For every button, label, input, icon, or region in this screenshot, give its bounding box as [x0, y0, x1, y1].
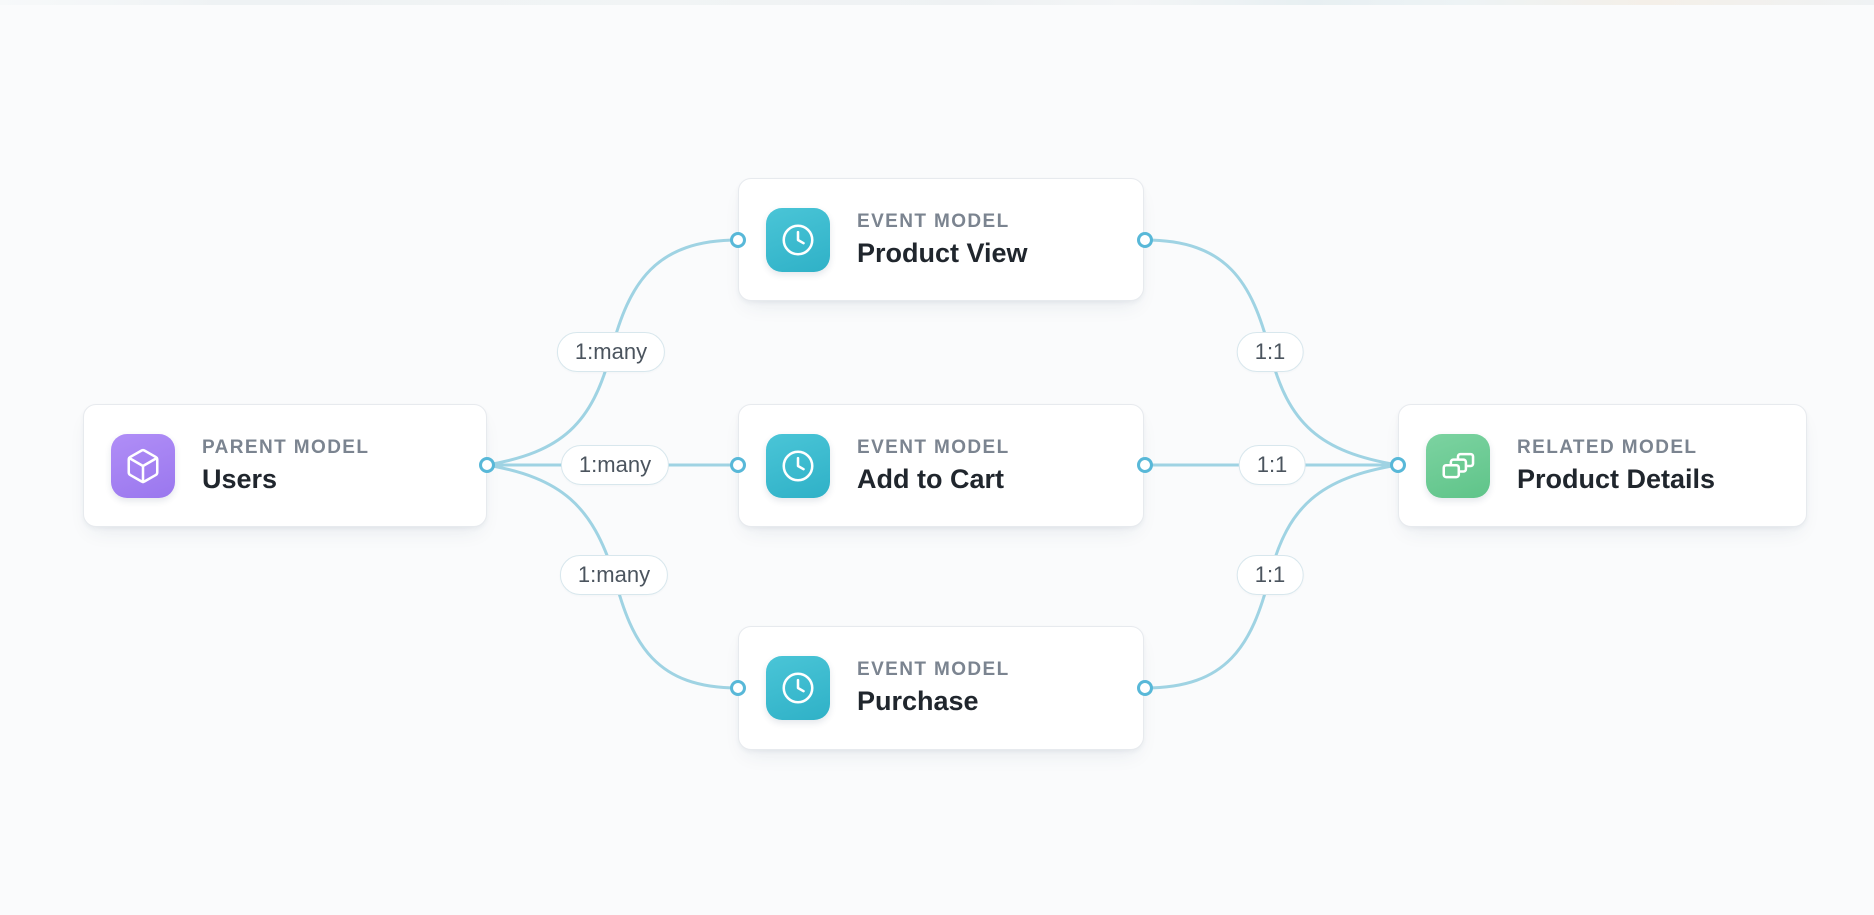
node-name: Purchase	[857, 686, 979, 716]
top-edge-artifact	[0, 0, 1874, 5]
node-name: Product Details	[1517, 463, 1716, 494]
node-card-parent-users[interactable]: PARENT MODEL Users	[83, 404, 487, 527]
edge-label-purchase-product-details[interactable]: 1:1	[1236, 555, 1304, 595]
connector-dot-product-view-out[interactable]	[1137, 232, 1153, 248]
connector-dot-add-to-cart-in[interactable]	[730, 457, 746, 473]
layers-icon	[1426, 433, 1490, 498]
node-type-label: EVENT MODEL	[857, 659, 1010, 680]
node-type-label: PARENT MODEL	[202, 436, 370, 458]
edge-label-product-view-product-details[interactable]: 1:1	[1236, 332, 1304, 372]
connector-dot-product-view-in[interactable]	[730, 232, 746, 248]
node-type-label: EVENT MODEL	[857, 210, 1010, 232]
edge-label-users-purchase[interactable]: 1:many	[559, 555, 669, 595]
node-name: Add to Cart	[857, 463, 1004, 494]
edge-label-add-to-cart-product-details[interactable]: 1:1	[1238, 445, 1306, 485]
connector-dot-product-details-in[interactable]	[1390, 457, 1406, 473]
edge-label-users-product-view[interactable]: 1:many	[556, 332, 666, 372]
node-card-event-product-view[interactable]: EVENT MODEL Product View	[738, 178, 1144, 301]
connector-dot-users-out[interactable]	[479, 457, 495, 473]
node-name: Users	[202, 463, 278, 494]
connector-dot-purchase-out[interactable]	[1137, 680, 1153, 696]
node-type-label: EVENT MODEL	[857, 436, 1010, 458]
node-card-event-purchase[interactable]: EVENT MODEL Purchase	[738, 626, 1144, 750]
node-card-event-add-to-cart[interactable]: EVENT MODEL Add to Cart	[738, 404, 1144, 527]
node-name: Product View	[857, 237, 1028, 268]
clock-icon	[766, 433, 830, 498]
edge-label-users-add-to-cart[interactable]: 1:many	[560, 445, 670, 485]
node-card-related-product-details[interactable]: RELATED MODEL Product Details	[1398, 404, 1807, 527]
connector-dot-add-to-cart-out[interactable]	[1137, 457, 1153, 473]
clock-icon	[766, 656, 830, 720]
clock-icon	[766, 207, 830, 272]
node-type-label: RELATED MODEL	[1517, 436, 1698, 458]
connector-dot-purchase-in[interactable]	[730, 680, 746, 696]
cube-icon	[111, 433, 175, 498]
